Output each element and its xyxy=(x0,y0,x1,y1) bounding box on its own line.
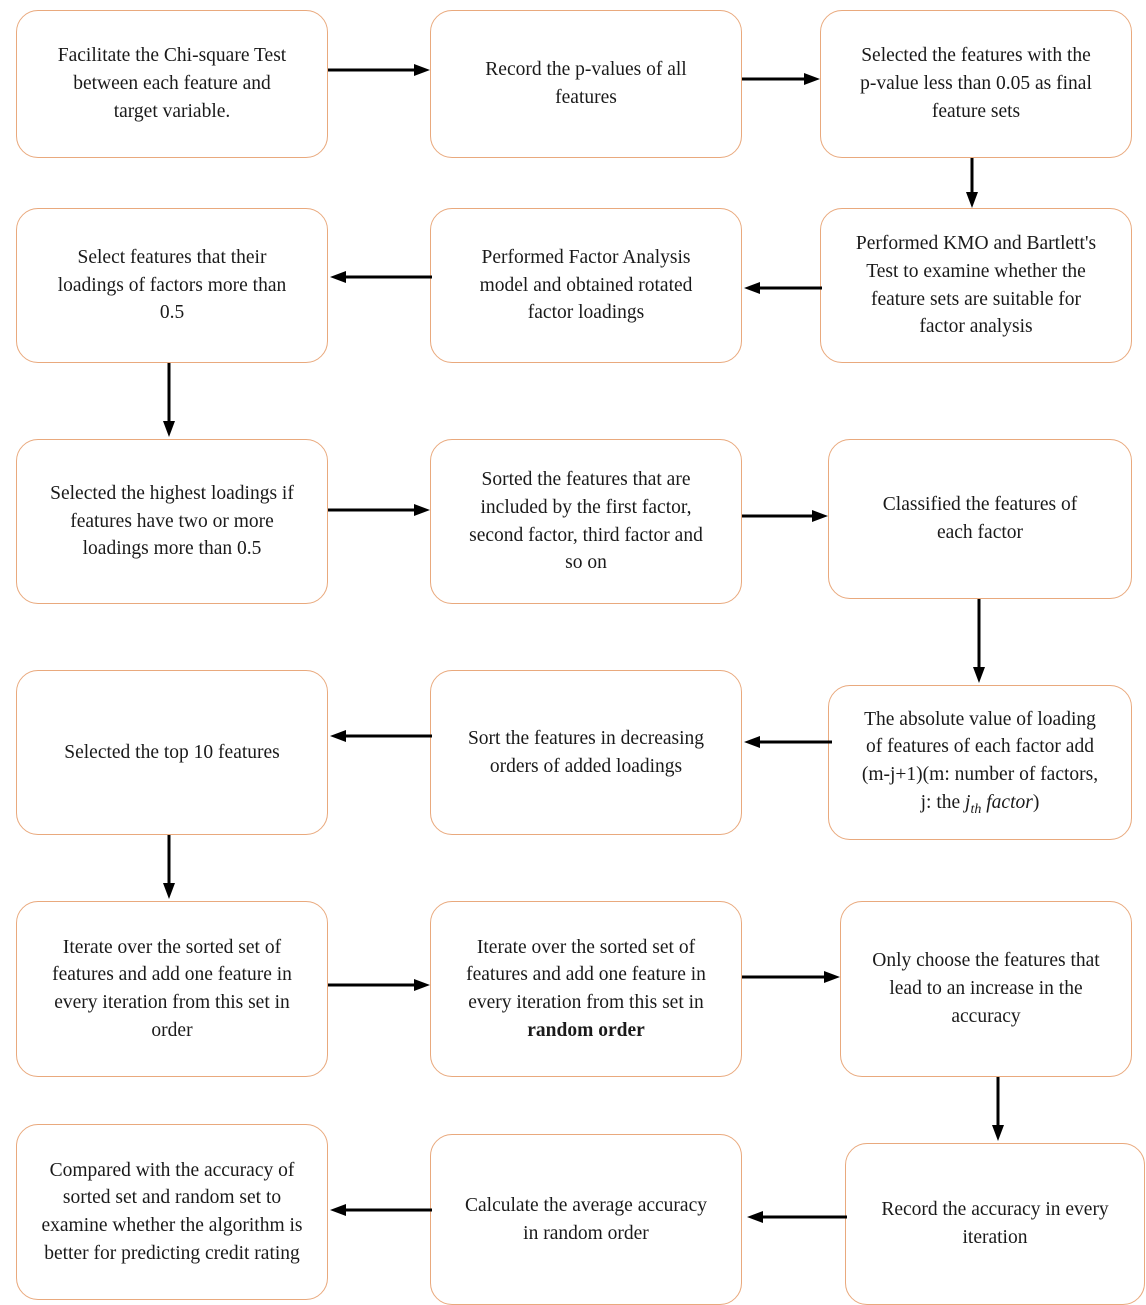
node-text-line: factor loadings xyxy=(527,302,645,324)
node-text-line: each factor xyxy=(936,522,1024,543)
node-text-line: lead to an increase in the xyxy=(889,978,1083,1000)
flow-node-record-accuracy-iteration[interactable]: Record the accuracy in every iteration xyxy=(845,1143,1145,1305)
flow-node-factor-analysis-model[interactable]: Performed Factor Analysis model and obta… xyxy=(430,208,742,363)
flow-node-sort-decreasing-loadings[interactable]: Sort the features in decreasing orders o… xyxy=(430,670,742,835)
node-text-line: every iteration from this set in xyxy=(54,992,290,1013)
node-text-line: features xyxy=(555,87,617,108)
node-text-line: between each feature and xyxy=(73,73,271,95)
arrow-iterate-sorted-to-iterate-random xyxy=(328,978,432,992)
node-text-line: accuracy xyxy=(951,1005,1021,1027)
node-text-line: better for predicting credit rating xyxy=(44,1242,300,1264)
node-text-line: included by the first factor, xyxy=(480,496,692,518)
node-text-line: Select features that their xyxy=(77,246,267,268)
node-text-line: Compared with the accuracy of xyxy=(49,1159,295,1181)
node-text-line: Performed Factor Analysis xyxy=(481,246,691,268)
flow-node-average-accuracy-random[interactable]: Calculate the average accuracy in random… xyxy=(430,1134,742,1305)
node-text-line: Facilitate the Chi-square Test xyxy=(57,45,287,67)
node-text-line: Selected the highest loadings if xyxy=(50,482,294,504)
node-text-line: Iterate over the sorted set of xyxy=(476,936,696,958)
node-text-line: Sort the features in decreasing xyxy=(467,727,705,749)
node-text-line: order xyxy=(151,1019,193,1041)
node-text-line: in random order xyxy=(523,1222,649,1244)
node-text-line-math: j: the jth factor) xyxy=(841,789,1119,820)
node-text-line: p-value less than 0.05 as final xyxy=(860,73,1092,95)
node-text-line: orders of added loadings xyxy=(489,755,683,777)
node-text-line: features and add one feature in xyxy=(466,964,706,986)
arrow-select-loadings-to-highest-loadings xyxy=(162,363,176,439)
flow-node-select-loadings-over-half[interactable]: Select features that their loadings of f… xyxy=(16,208,328,363)
arrow-only-choose-to-record-accuracy xyxy=(991,1077,1005,1143)
node-text-line: Sorted the features that are xyxy=(481,469,691,491)
node-text-line: model and obtained rotated xyxy=(479,274,693,296)
flow-node-compare-accuracy-conclusion[interactable]: Compared with the accuracy of sorted set… xyxy=(16,1124,328,1300)
node-text-line: feature sets are suitable for xyxy=(870,288,1082,310)
node-text-line: second factor, third factor and xyxy=(469,524,703,546)
arrow-record-accuracy-to-average-accuracy xyxy=(745,1210,847,1224)
arrow-classified-to-absolute-loading xyxy=(972,599,986,685)
arrow-absolute-loading-to-sort-decreasing xyxy=(742,735,832,749)
node-text-line: features have two or more xyxy=(70,510,274,532)
math-subscript-th: th xyxy=(970,800,982,817)
flow-node-iterate-sorted-order[interactable]: Iterate over the sorted set of features … xyxy=(16,901,328,1077)
node-text-line: every iteration from this set in xyxy=(468,992,704,1013)
flow-node-record-p-values[interactable]: Record the p-values of all features xyxy=(430,10,742,158)
node-text-line: feature sets xyxy=(931,100,1021,122)
node-text-line: Performed KMO and Bartlett's xyxy=(855,233,1097,255)
node-text-prefix: j: the xyxy=(920,791,966,813)
arrow-sort-decreasing-to-top-10 xyxy=(328,729,432,743)
math-variable-j: j xyxy=(965,791,971,813)
node-text-line: features and add one feature in xyxy=(52,964,292,986)
node-text-line: Iterate over the sorted set of xyxy=(62,936,282,958)
node-text-line: Record the accuracy in every xyxy=(881,1199,1109,1221)
flow-node-kmo-bartlett-test[interactable]: Performed KMO and Bartlett's Test to exa… xyxy=(820,208,1132,363)
flow-node-only-choose-accuracy-increase[interactable]: Only choose the features that lead to an… xyxy=(840,901,1132,1077)
node-text-line: Classified the features of xyxy=(882,494,1078,516)
node-text-line: target variable. xyxy=(113,100,231,122)
flow-node-top-10-features[interactable]: Selected the top 10 features xyxy=(16,670,328,835)
flow-node-iterate-random-order[interactable]: Iterate over the sorted set of features … xyxy=(430,901,742,1077)
node-text-line: loadings more than 0.5 xyxy=(82,538,262,560)
arrow-highest-loadings-to-sorted-features xyxy=(328,503,432,517)
node-text-line: of features of each factor add xyxy=(866,736,1094,758)
node-text-line: Calculate the average accuracy xyxy=(465,1194,707,1216)
node-text-line: Selected the features with the xyxy=(861,45,1091,67)
arrow-chi-square-to-record xyxy=(328,63,432,77)
flow-node-chi-square-test[interactable]: Facilitate the Chi-square Test between e… xyxy=(16,10,328,158)
arrow-average-accuracy-to-compare xyxy=(328,1203,432,1217)
arrow-top-10-to-iterate-sorted xyxy=(162,835,176,901)
node-text-line: loadings of factors more than xyxy=(57,274,287,296)
node-text-line: 0.5 xyxy=(159,302,185,324)
node-text-line: Record the p-values of all xyxy=(485,59,687,81)
arrow-kmo-to-factor-analysis xyxy=(742,281,822,295)
node-text-line: Only choose the features that xyxy=(872,950,1100,972)
node-text-line: (m-j+1)(m: number of factors, xyxy=(861,763,1099,785)
math-word-factor: factor xyxy=(986,791,1033,813)
node-text-line: The absolute value of loading xyxy=(864,708,1096,730)
arrow-select-significant-to-kmo xyxy=(965,158,979,210)
node-text-line: Test to examine whether the xyxy=(866,260,1086,282)
node-text-line: examine whether the algorithm is xyxy=(41,1215,303,1236)
arrow-iterate-random-to-only-choose xyxy=(742,970,842,984)
node-text-line: factor analysis xyxy=(919,316,1033,338)
node-text-line: iteration xyxy=(962,1227,1028,1248)
arrow-record-to-select-significant xyxy=(742,72,822,86)
flow-node-sorted-features-by-factor[interactable]: Sorted the features that are included by… xyxy=(430,439,742,604)
arrow-factor-analysis-to-select-loadings xyxy=(328,270,432,284)
node-text-line: so on xyxy=(565,552,607,574)
flow-node-highest-loadings[interactable]: Selected the highest loadings if feature… xyxy=(16,439,328,604)
node-text-line: sorted set and random set to xyxy=(62,1187,282,1209)
arrow-sorted-features-to-classified xyxy=(742,509,830,523)
flow-node-select-significant-features[interactable]: Selected the features with the p-value l… xyxy=(820,10,1132,158)
node-text-line: Selected the top 10 features xyxy=(64,741,280,763)
node-text-line-bold: random order xyxy=(527,1019,645,1041)
flow-node-classified-features[interactable]: Classified the features of each factor xyxy=(828,439,1132,599)
flow-node-absolute-loading-formula[interactable]: The absolute value of loading of feature… xyxy=(828,685,1132,840)
math-closing-paren: ) xyxy=(1032,791,1040,813)
